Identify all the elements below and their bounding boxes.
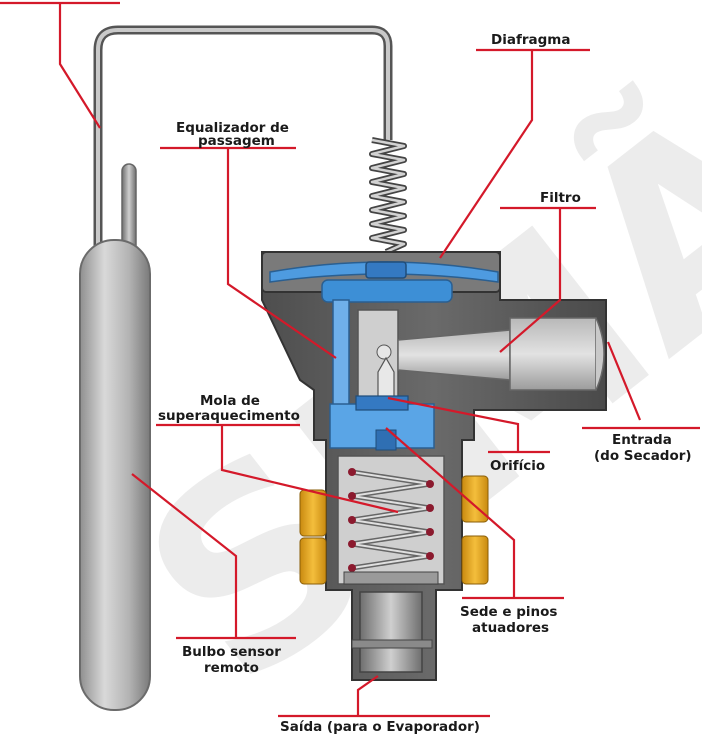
label-diafragma: Diafragma (491, 32, 570, 48)
label-entrada-line2: (do Secador) (594, 448, 692, 464)
leader-orificio (387, 396, 550, 454)
diaphragm-hub (365, 261, 407, 279)
superheat-spring (348, 468, 434, 572)
labels: Diafragma Equalizador de passagem Filtro… (158, 32, 692, 734)
leader-sede (385, 427, 564, 600)
leader-equalizador (160, 146, 337, 359)
label-saida: Saída (para o Evaporador) (280, 719, 480, 734)
label-sede-line1: Sede e pinos (460, 604, 557, 620)
label-bulbo-line1: Bulbo sensor (182, 644, 281, 660)
diaphragm-plate (321, 279, 453, 303)
label-mola-line1: Mola de (200, 393, 260, 409)
leader-filtro (499, 206, 596, 353)
label-mola-line2: superaquecimento (158, 408, 300, 424)
leader-lines (0, 1, 700, 718)
leader-saida (278, 675, 490, 718)
label-bulbo-line2: remoto (204, 660, 259, 676)
label-orificio: Orifício (490, 458, 545, 474)
label-equalizador-line1: Equalizador de (176, 120, 289, 136)
leader-bulbo (131, 473, 296, 640)
label-entrada-line1: Entrada (612, 432, 672, 448)
spring-seat (343, 571, 439, 585)
remote-bulb (79, 239, 151, 711)
label-filtro: Filtro (540, 190, 581, 206)
leader-diafragma (439, 48, 590, 259)
seat-actuator (329, 395, 435, 451)
label-sede-line2: atuadores (472, 620, 549, 636)
leader-entrada (582, 341, 700, 430)
leader-mola (156, 423, 399, 514)
brass-nuts (299, 475, 489, 585)
label-equalizador-line2: passagem (198, 133, 275, 149)
leader-capillary (0, 1, 120, 129)
outlet-pipe (359, 591, 423, 673)
capillary-coil (369, 137, 407, 255)
